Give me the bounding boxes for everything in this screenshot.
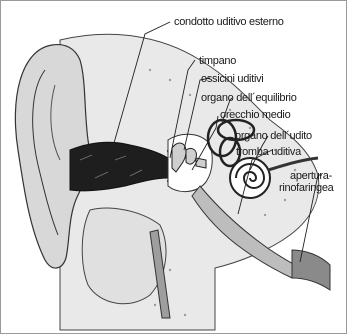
- label-ossicles: ossicini uditivi: [201, 73, 263, 85]
- label-external-canal: condotto uditivo esterno: [174, 16, 284, 28]
- label-middle-ear: orecchio medio: [220, 109, 290, 121]
- label-balance-organ: organo dell´equilibrio: [201, 92, 297, 104]
- label-opening-line1: apertura-: [290, 170, 332, 182]
- nasopharynx-opening: [292, 250, 330, 290]
- label-eustachian-tube: tromba uditiva: [236, 146, 301, 158]
- cochlea: [230, 158, 270, 198]
- label-eardrum: timpano: [199, 55, 236, 67]
- label-hearing-organ: organo dell´udito: [235, 130, 312, 142]
- label-opening-line2: rinofaringea: [279, 182, 334, 194]
